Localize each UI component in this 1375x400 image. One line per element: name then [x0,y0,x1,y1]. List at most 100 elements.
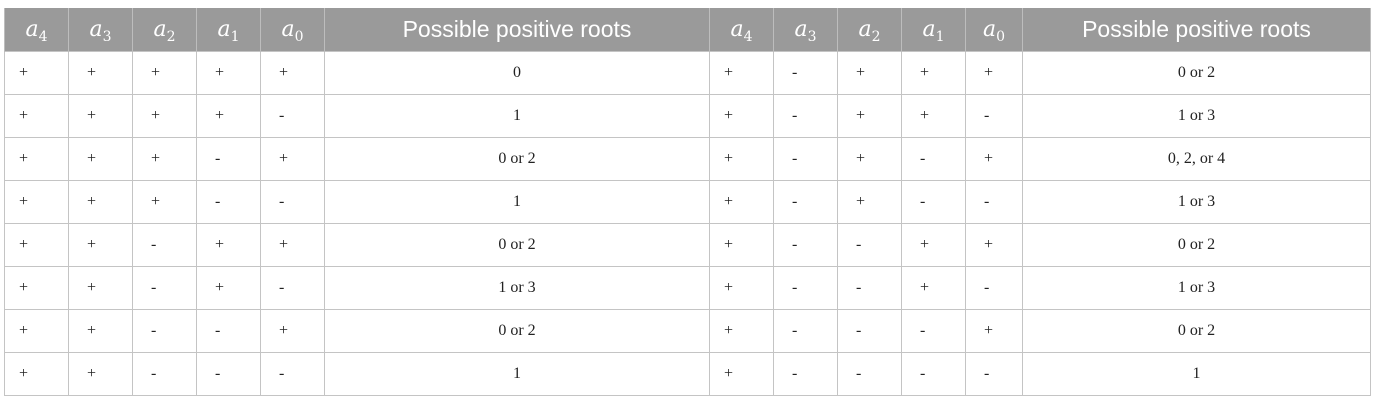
coefficient-sign-cell: + [68,222,133,267]
coefficient-sign-cell: + [965,136,1023,181]
coefficient-subscript: 1 [230,28,240,45]
possible-roots-cell: 1 [324,351,710,396]
coefficient-sign-cell: + [709,179,774,224]
coefficient-subscript: 0 [294,28,304,45]
possible-roots-cell: 1 or 3 [1022,179,1371,224]
header-coefficient-a0: a0 [965,8,1023,51]
coefficient-sign-cell: + [68,93,133,138]
coefficient-sign-cell: - [837,222,902,267]
coefficient-sign-cell: - [132,265,197,310]
coefficient-sign-cell: - [901,308,966,353]
coefficient-symbol: a [730,16,744,42]
coefficient-subscript: 1 [935,28,945,45]
coefficient-sign-cell: + [901,265,966,310]
coefficient-sign-cell: - [132,222,197,267]
coefficient-sign-cell: + [260,136,325,181]
coefficient-subscript: 4 [743,28,753,45]
coefficient-sign-cell: + [709,50,774,95]
coefficient-sign-cell: + [837,50,902,95]
header-coefficient-a2: a2 [837,8,902,51]
coefficient-sign-cell: - [901,351,966,396]
coefficient-sign-cell: + [4,136,69,181]
coefficient-sign-cell: - [773,222,838,267]
header-coefficient-a1: a1 [196,8,261,51]
coefficient-sign-cell: + [901,50,966,95]
coefficient-sign-cell: - [773,136,838,181]
coefficient-sign-cell: - [773,93,838,138]
possible-roots-cell: 1 [1022,351,1371,396]
header-coefficient-a0: a0 [260,8,325,51]
coefficient-sign-cell: - [965,179,1023,224]
coefficient-sign-cell: + [196,50,261,95]
coefficient-sign-cell: + [68,179,133,224]
coefficient-sign-cell: - [196,179,261,224]
possible-roots-cell: 1 or 3 [324,265,710,310]
coefficient-sign-cell: - [901,179,966,224]
table-row: ++++-1+-++-1 or 3 [4,93,1371,138]
coefficient-sign-cell: - [965,265,1023,310]
coefficient-symbol: a [89,16,103,42]
coefficient-sign-cell: - [837,265,902,310]
coefficient-sign-cell: - [132,351,197,396]
coefficient-sign-cell: - [196,308,261,353]
coefficient-subscript: 4 [38,28,48,45]
coefficient-sign-cell: - [773,351,838,396]
coefficient-sign-cell: + [837,179,902,224]
table-body: +++++0+-+++0 or 2++++-1+-++-1 or 3+++-+0… [4,50,1371,396]
coefficient-sign-cell: + [68,351,133,396]
coefficient-sign-cell: + [132,179,197,224]
coefficient-sign-cell: - [773,308,838,353]
possible-roots-cell: 1 [324,179,710,224]
coefficient-sign-cell: + [196,93,261,138]
coefficient-sign-cell: + [4,265,69,310]
coefficient-subscript: 2 [166,28,176,45]
table-row: +++--1+-+--1 or 3 [4,179,1371,224]
coefficient-sign-cell: + [965,50,1023,95]
possible-roots-cell: 0 or 2 [324,308,710,353]
header-coefficient-a4: a4 [709,8,774,51]
header-coefficient-a3: a3 [68,8,133,51]
coefficient-symbol: a [281,16,295,42]
possible-roots-cell: 1 [324,93,710,138]
coefficient-sign-cell: - [837,351,902,396]
coefficient-sign-cell: + [709,93,774,138]
table-row: ++---1+----1 [4,351,1371,396]
coefficient-sign-cell: + [4,179,69,224]
possible-roots-cell: 0 or 2 [1022,222,1371,267]
coefficient-sign-cell: + [4,222,69,267]
coefficient-sign-cell: - [196,351,261,396]
header-coefficient-a2: a2 [132,8,197,51]
coefficient-sign-cell: + [132,50,197,95]
coefficient-sign-cell: + [837,136,902,181]
coefficient-sign-cell: - [965,93,1023,138]
coefficient-sign-cell: - [260,179,325,224]
coefficient-sign-cell: + [260,50,325,95]
coefficient-sign-cell: - [196,136,261,181]
coefficient-sign-cell: + [68,50,133,95]
table-row: ++-++0 or 2+--++0 or 2 [4,222,1371,267]
coefficient-sign-cell: + [260,308,325,353]
coefficient-sign-cell: + [965,308,1023,353]
header-coefficient-a3: a3 [773,8,838,51]
coefficient-subscript: 3 [102,28,112,45]
coefficient-sign-cell: - [260,351,325,396]
coefficient-sign-cell: + [132,136,197,181]
possible-roots-cell: 1 or 3 [1022,93,1371,138]
coefficient-sign-cell: - [260,265,325,310]
coefficient-sign-cell: - [773,265,838,310]
coefficient-sign-cell: + [709,265,774,310]
coefficient-sign-cell: + [4,50,69,95]
coefficient-sign-cell: + [709,308,774,353]
coefficient-sign-cell: + [4,93,69,138]
coefficient-sign-cell: + [68,265,133,310]
coefficient-sign-cell: + [4,308,69,353]
coefficient-sign-cell: - [901,136,966,181]
coefficient-sign-cell: + [68,136,133,181]
possible-roots-cell: 0 or 2 [324,222,710,267]
header-possible-positive-roots: Possible positive roots [324,8,710,51]
coefficient-symbol: a [153,16,167,42]
possible-roots-cell: 0 or 2 [1022,50,1371,95]
